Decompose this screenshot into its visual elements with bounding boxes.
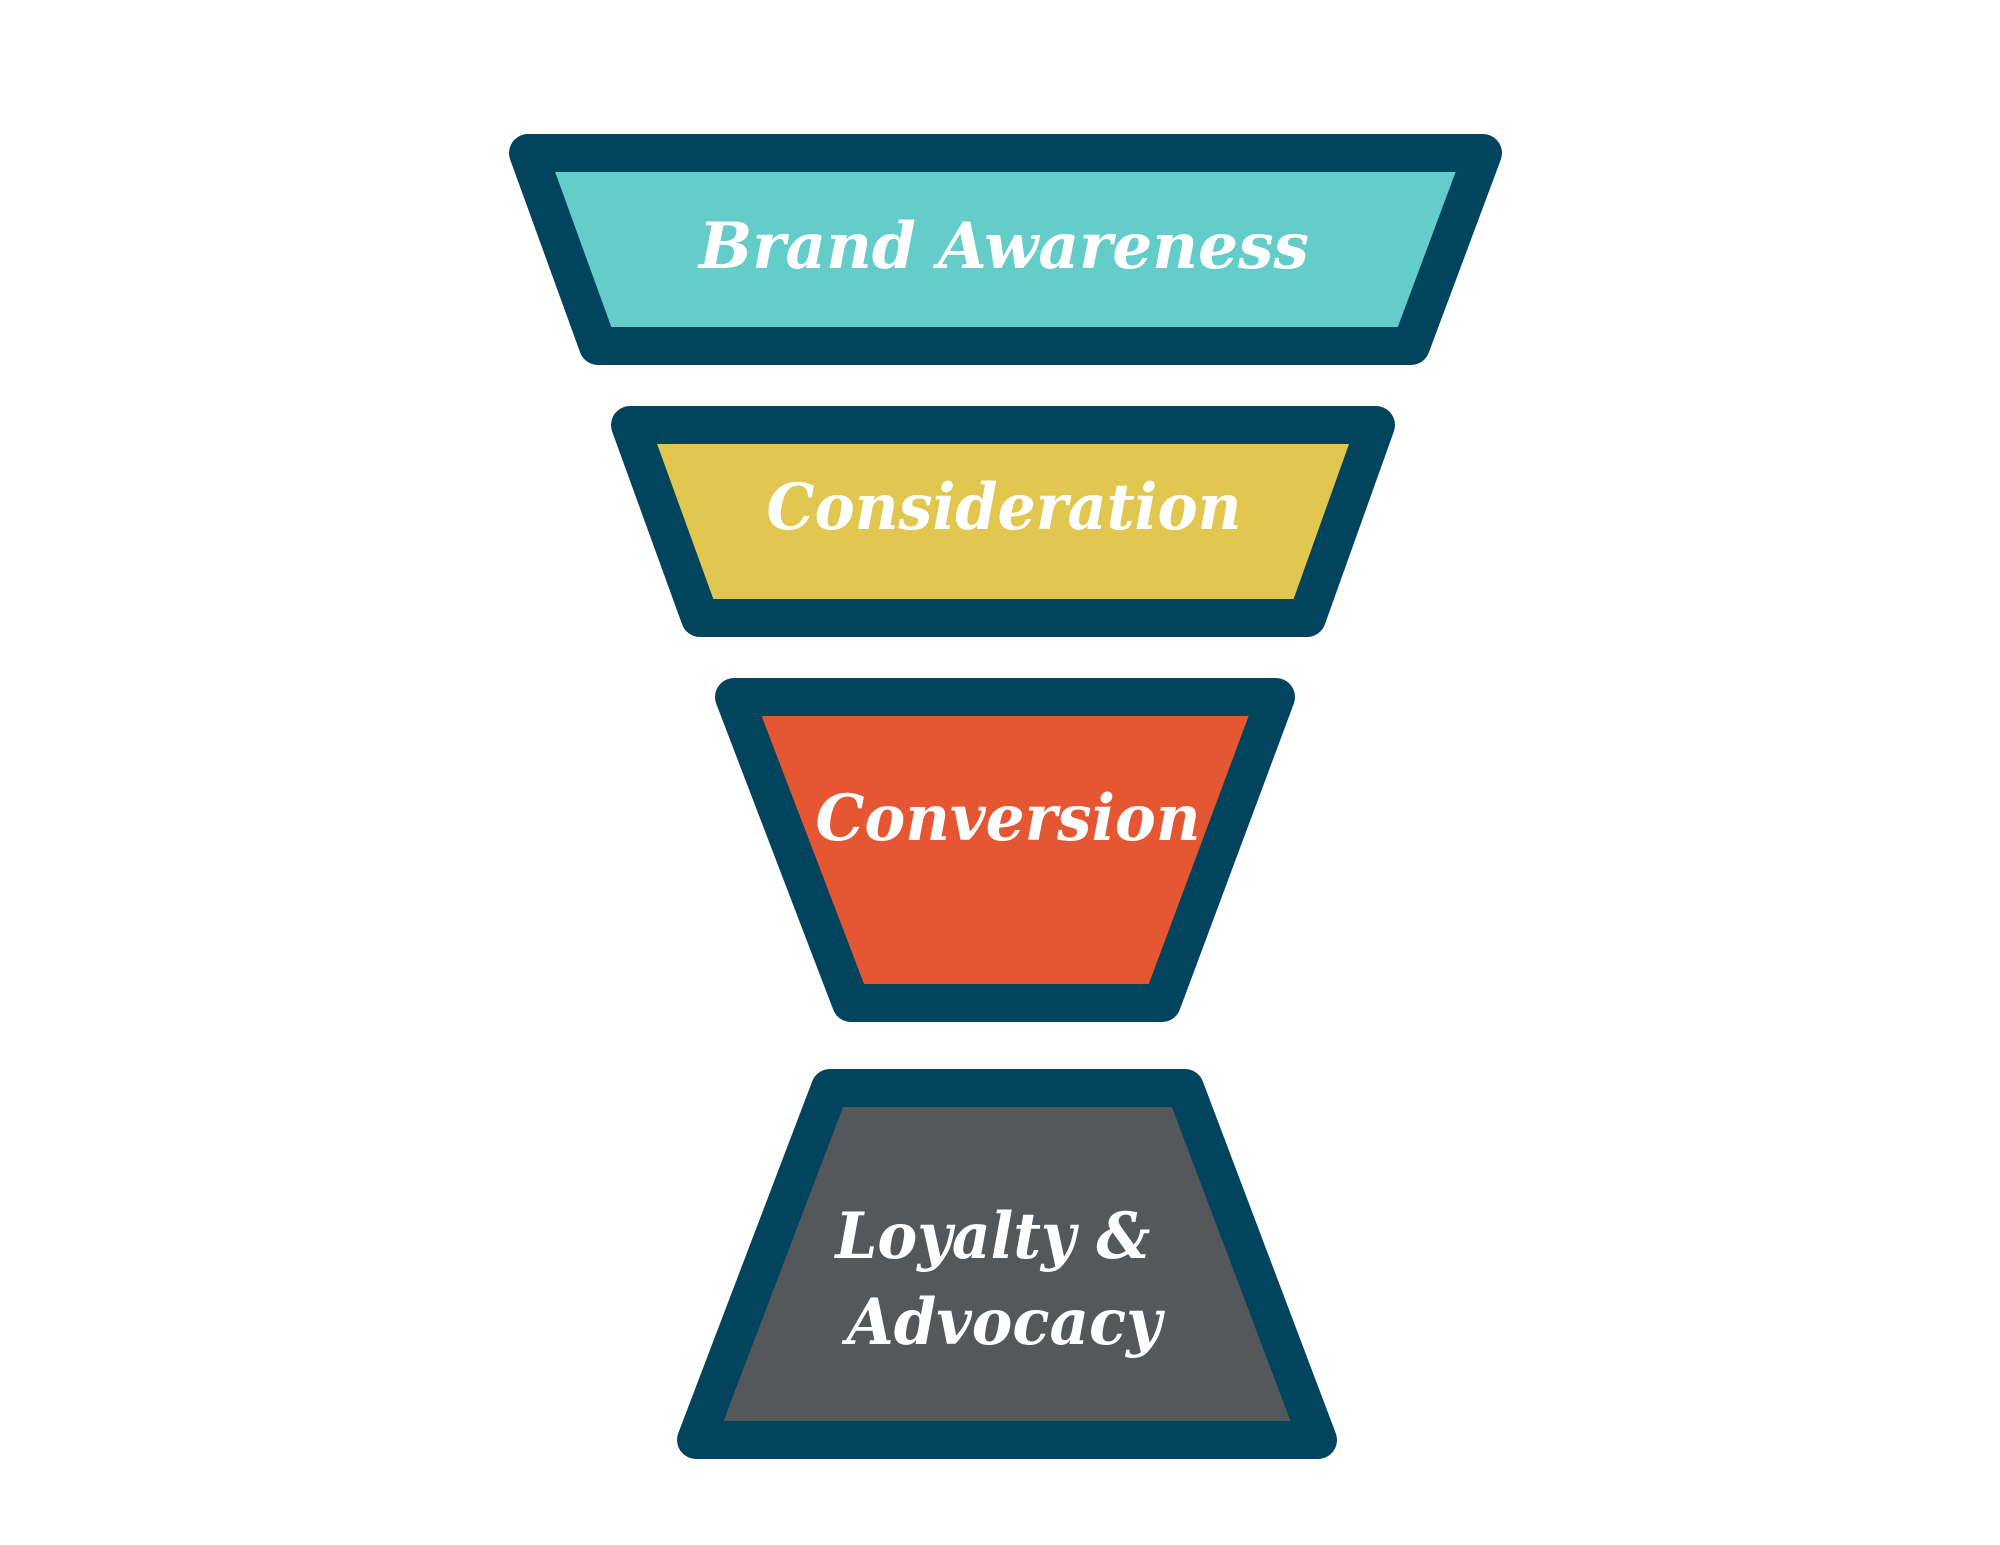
funnel-stage-shape [611,406,1395,637]
funnel-stage-label-line: Conversion [816,781,1201,856]
funnel-stage-label: Brand Awareness [697,209,1309,284]
funnel-stage-loyalty-advocacy: Loyalty & Advocacy [677,1069,1337,1459]
funnel-stage-conversion: Conversion [715,678,1295,1022]
funnel-stage-label-line: Brand Awareness [697,209,1309,284]
funnel-stage-label: Conversion [816,781,1201,856]
funnel-stage-label: Loyalty & Advocacy [833,1199,1172,1360]
funnel-stage-label-line: Consideration [767,470,1242,545]
funnel-stage-shape [677,1069,1337,1459]
funnel-stage-brand-awareness: Brand Awareness [509,134,1502,365]
funnel-stage-label-line: Loyalty & [833,1199,1150,1274]
funnel-stage-label: Consideration [767,470,1242,545]
funnel-stage-shape [715,678,1295,1022]
funnel-stage-shape [509,134,1502,365]
funnel-stage-label-line: Advocacy [842,1285,1165,1360]
funnel-stage-consideration: Consideration [611,406,1395,637]
